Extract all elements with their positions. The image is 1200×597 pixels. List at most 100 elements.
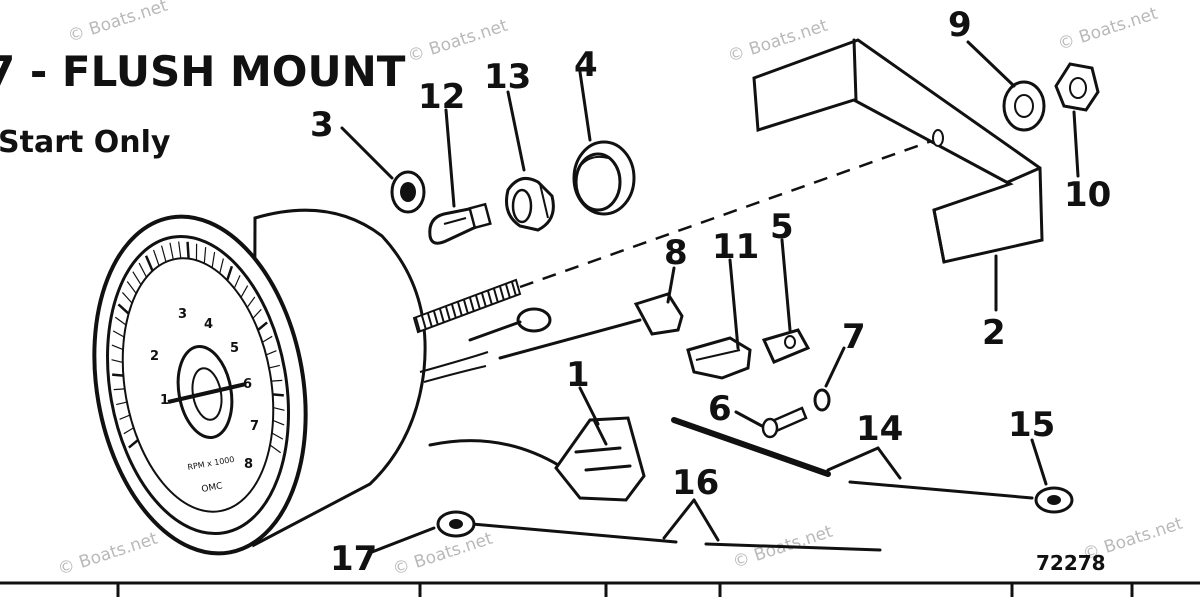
gauge-tick <box>123 427 134 435</box>
gauge-tick <box>138 262 148 278</box>
gauge-tick <box>225 265 234 281</box>
wire <box>419 351 489 373</box>
stud-thread <box>463 299 469 315</box>
leader-10 <box>1072 110 1080 178</box>
leader-14b <box>876 446 902 480</box>
part-14-wire <box>671 417 1034 500</box>
gauge-tick <box>269 444 282 454</box>
callout-12: 12 <box>418 77 465 117</box>
gauge-tick <box>262 335 273 343</box>
gauge-tick <box>246 296 256 308</box>
callout-14: 14 <box>856 409 903 449</box>
gauge-tick <box>272 419 285 426</box>
callout-3: 3 <box>310 105 334 145</box>
part-12-bulb <box>428 202 492 245</box>
stud-thread <box>457 301 463 317</box>
gauge-tick <box>116 401 128 406</box>
tachometer-gauge: 1 2 3 4 5 6 7 8 RPM x 1000 OMC <box>92 208 427 556</box>
dial-number: 8 <box>244 457 253 472</box>
watermark: © Boats.net <box>390 529 495 580</box>
part-15-ring-terminal <box>1034 486 1074 514</box>
gauge-tick <box>186 241 190 259</box>
stud-thread <box>499 286 505 301</box>
part-7-washer <box>813 388 831 412</box>
gauge-tick <box>126 281 137 294</box>
leader-6 <box>734 410 764 428</box>
stud-thread <box>427 313 433 328</box>
part-3-cap-nut <box>390 170 426 214</box>
gauge-tick <box>128 439 139 449</box>
part-13-socket <box>505 176 555 232</box>
stud-thread <box>415 317 421 333</box>
gauge-tick <box>203 247 207 264</box>
part-17-ring-terminal <box>436 510 476 538</box>
stud-thread <box>433 310 439 326</box>
leader-12 <box>444 108 456 208</box>
gauge-tick <box>111 344 124 351</box>
stud-thread <box>487 290 493 306</box>
leader-5 <box>780 238 792 332</box>
stud-thread <box>505 283 511 299</box>
part-6-screw <box>761 406 808 439</box>
stud-thread <box>451 304 457 319</box>
figure-number: 72278 <box>1036 551 1106 575</box>
dial-number: 3 <box>178 307 187 322</box>
gauge-needle <box>167 382 247 404</box>
leader-7 <box>824 346 846 388</box>
callout-4: 4 <box>574 45 598 85</box>
gauge-ticks <box>111 241 285 454</box>
section-subtitle: Start Only <box>0 125 171 160</box>
gauge-tick <box>233 275 241 289</box>
callout-11: 11 <box>712 227 759 267</box>
leader-1 <box>578 386 600 426</box>
section-title: 7 - FLUSH MOUNT <box>0 47 406 96</box>
dial-number: 7 <box>250 419 259 434</box>
gauge-tick <box>117 303 130 315</box>
callout-17: 17 <box>330 539 377 579</box>
leader-13 <box>506 90 526 172</box>
leader-14a <box>826 446 880 472</box>
stud-thread <box>493 288 499 304</box>
gauge-tick <box>112 330 125 338</box>
stud-thread <box>481 292 487 308</box>
gauge-wires <box>419 351 562 468</box>
gauge-tick <box>144 255 154 272</box>
leader-9 <box>966 40 1016 88</box>
callout-7: 7 <box>842 317 866 357</box>
callout-6: 6 <box>708 389 732 429</box>
gauge-tick <box>132 271 142 286</box>
watermark: © Boats.net <box>1055 4 1160 55</box>
part-1-switch <box>554 416 646 502</box>
part-16-wire <box>470 522 882 552</box>
callout-10: 10 <box>1064 175 1111 215</box>
callout-2: 2 <box>982 313 1006 353</box>
gauge-tick <box>272 393 284 397</box>
dial-number: 1 <box>160 393 169 408</box>
gauge-tick <box>240 285 249 298</box>
stud-thread <box>439 308 445 324</box>
gauge-tick <box>211 251 216 268</box>
part-2-bracket <box>752 38 1044 264</box>
leader-17 <box>370 526 436 554</box>
leader-15 <box>1030 438 1048 486</box>
wire <box>428 439 562 468</box>
leader-4 <box>578 70 592 142</box>
gauge-tick <box>257 321 268 331</box>
stud-thread <box>421 315 427 331</box>
gauge-tick <box>268 364 280 369</box>
mounting-stud <box>412 278 522 334</box>
gauge-tick <box>119 414 131 420</box>
stud-thread <box>475 295 481 310</box>
gauge-scale-ring <box>121 257 275 513</box>
gauge-tick <box>273 406 285 411</box>
gauge-tick <box>252 308 262 319</box>
watermark: © Boats.net <box>55 529 160 580</box>
dial-number: 4 <box>204 317 213 332</box>
leader-11 <box>728 258 740 350</box>
leader-3 <box>340 126 394 180</box>
part-4-grommet <box>572 140 636 216</box>
bottom-table-border <box>0 581 1200 597</box>
part-9-lock-washer <box>1002 80 1046 132</box>
